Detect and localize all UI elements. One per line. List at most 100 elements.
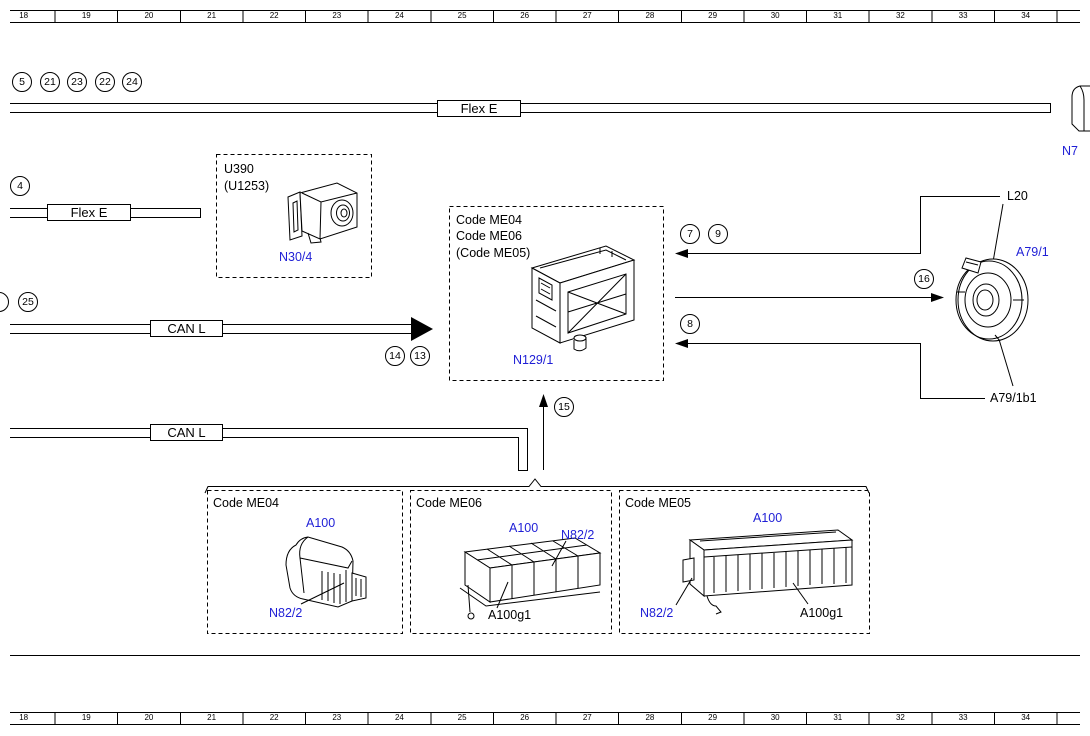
dashed-frames xyxy=(207,154,870,634)
arrowhead-up xyxy=(539,394,548,407)
a79-1-sensor-icon xyxy=(955,257,1029,342)
u390-subtitle: (U1253) xyxy=(224,179,270,193)
ruler-label: 33 xyxy=(958,713,968,722)
variant-code-label: Code ME04 xyxy=(213,496,280,510)
can-l-harness-lower xyxy=(10,428,528,471)
variant-me06-frame xyxy=(410,490,612,634)
variant-code-label: Code ME06 xyxy=(416,496,483,510)
callout: 4 xyxy=(10,176,30,196)
ruler-label: 26 xyxy=(520,11,530,20)
u390-frame xyxy=(216,154,372,278)
module-code-line: (Code ME05) xyxy=(456,246,531,260)
callout: 8 xyxy=(680,314,700,334)
ruler-label: 23 xyxy=(332,11,342,20)
ruler-label: 25 xyxy=(457,11,467,20)
variant-me04-frame xyxy=(207,490,403,634)
a79-1-reference-link[interactable]: A79/1 xyxy=(1016,245,1049,259)
a100-reference-link[interactable]: A100 xyxy=(306,516,336,530)
can-l-tag: CAN L xyxy=(150,424,223,441)
module-code-line: Code ME04 xyxy=(456,213,523,227)
ruler-label: 18 xyxy=(19,11,29,20)
l20-label: L20 xyxy=(1007,189,1028,203)
n129-1-control-unit-icon xyxy=(530,245,636,352)
n82-2-reference-link[interactable]: N82/2 xyxy=(561,528,595,542)
variant-code-label: Code ME05 xyxy=(625,496,692,510)
n129-1-reference-link[interactable]: N129/1 xyxy=(513,353,554,367)
can-l-arrowhead xyxy=(411,317,433,341)
a79-1b1-leader-line xyxy=(997,335,1014,387)
callout: 5 xyxy=(12,72,32,92)
ruler-label: 34 xyxy=(1021,713,1031,722)
ruler-label: 28 xyxy=(645,713,655,722)
ruler-label: 34 xyxy=(1021,11,1031,20)
flex-e-harness-top xyxy=(10,103,1051,113)
variant-me05-frame xyxy=(619,490,870,634)
ruler-label: 20 xyxy=(144,11,154,20)
callout: 21 xyxy=(40,72,60,92)
ruler-label: 22 xyxy=(269,713,279,722)
a100g1-label: A100g1 xyxy=(488,608,532,622)
ruler-label: 24 xyxy=(394,11,404,20)
wire-battery-to-module xyxy=(539,394,548,470)
ruler-label: 27 xyxy=(582,713,592,722)
n7-component-partial-icon xyxy=(1071,85,1090,132)
ruler-label: 18 xyxy=(19,713,29,722)
a79-1b1-label: A79/1b1 xyxy=(990,391,1037,405)
callout: 24 xyxy=(122,72,142,92)
callout: 16 xyxy=(914,269,934,289)
n82-2-reference-link[interactable]: N82/2 xyxy=(640,606,674,620)
ruler-label: 32 xyxy=(895,713,905,722)
module-code-line: Code ME06 xyxy=(456,229,523,243)
ruler-label: 23 xyxy=(332,713,342,722)
u390-title: U390 xyxy=(224,162,254,176)
callout: 9 xyxy=(708,224,728,244)
n30-4-reference-link[interactable]: N30/4 xyxy=(279,250,313,264)
callout-partial xyxy=(0,292,9,312)
ruler-label: 31 xyxy=(833,713,843,722)
a100-reference-link[interactable]: A100 xyxy=(509,521,539,535)
ruler-label: 27 xyxy=(582,11,592,20)
ruler-label: 19 xyxy=(81,11,91,20)
callout: 7 xyxy=(680,224,700,244)
ruler-top-ticks xyxy=(54,10,1058,23)
wire-module-to-sensor xyxy=(675,293,944,302)
callout: 14 xyxy=(385,346,405,366)
ruler-label: 29 xyxy=(708,713,718,722)
a100-battery-me04-icon xyxy=(285,536,367,608)
ruler-label: 24 xyxy=(394,713,404,722)
ruler-bottom-frame xyxy=(10,712,1080,725)
can-l-tag: CAN L xyxy=(150,320,223,337)
ruler-label: 31 xyxy=(833,11,843,20)
callout: 23 xyxy=(67,72,87,92)
ruler-label: 33 xyxy=(958,11,968,20)
a100-battery-me05-icon xyxy=(675,529,854,615)
ruler-label: 26 xyxy=(520,713,530,722)
ruler-label: 21 xyxy=(207,11,217,20)
n30-4-module-icon xyxy=(287,182,358,244)
callout: 15 xyxy=(554,397,574,417)
arrowhead-right xyxy=(931,293,944,302)
ruler-top-frame xyxy=(10,10,1080,23)
arrowhead-left xyxy=(675,339,688,348)
ruler-label: 28 xyxy=(645,11,655,20)
a100-battery-me06-icon xyxy=(459,537,602,620)
ruler-label: 25 xyxy=(457,713,467,722)
ruler-label: 32 xyxy=(895,11,905,20)
n82-2-reference-link[interactable]: N82/2 xyxy=(269,606,303,620)
n7-reference-link[interactable]: N7 xyxy=(1062,144,1078,158)
ruler-label: 19 xyxy=(81,713,91,722)
callout: 22 xyxy=(95,72,115,92)
a100-reference-link[interactable]: A100 xyxy=(753,511,783,525)
l20-leader-line xyxy=(992,203,1004,263)
ruler-bottom-ticks xyxy=(54,712,1058,725)
callout: 25 xyxy=(18,292,38,312)
ruler-label: 29 xyxy=(708,11,718,20)
arrowhead-left xyxy=(675,249,688,258)
flex-e-tag: Flex E xyxy=(47,204,131,221)
wire-sensor-to-module xyxy=(675,335,1014,399)
ruler-label: 21 xyxy=(207,713,217,722)
